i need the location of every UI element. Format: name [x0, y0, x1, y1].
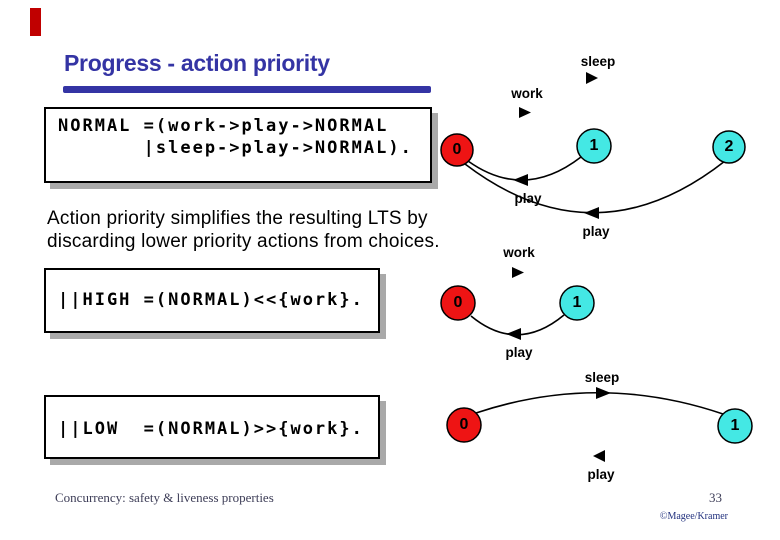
footer-course-title: Concurrency: safety & liveness propertie…	[55, 490, 274, 505]
code-low-text: ||LOW =(NORMAL)>>{work}.	[58, 419, 364, 439]
low-state-1-label: 1	[730, 417, 740, 434]
normal-state-0-circle	[440, 133, 474, 167]
low-play-label: play	[587, 467, 615, 482]
code-box-normal: NORMAL =(work->play->NORMAL |sleep->play…	[44, 107, 432, 183]
normal-sleep-arrow-icon	[586, 72, 598, 84]
code-high-text: ||HIGH =(NORMAL)<<{work}.	[58, 290, 364, 310]
low-state-0-circle	[446, 407, 482, 443]
high-work-label: work	[503, 245, 535, 260]
normal-state-2-circle	[712, 130, 746, 164]
high-work-arrow-icon	[512, 267, 524, 278]
footer-page-number: 33	[709, 490, 722, 505]
code-box-high: ||HIGH =(NORMAL)<<{work}.	[44, 268, 380, 333]
normal-state-1-circle	[576, 128, 612, 164]
high-state-0-circle	[440, 285, 476, 321]
description-text: Action priority simplifies the resulting…	[47, 208, 440, 252]
low-sleep-label: sleep	[584, 370, 620, 385]
normal-play-label-2: play	[582, 224, 610, 239]
high-play-arrowhead	[506, 328, 521, 340]
high-state-0-label: 0	[453, 294, 463, 311]
normal-play-label-1: play	[514, 191, 542, 206]
normal-play-arrowhead-1	[513, 174, 528, 186]
low-state-1-circle	[717, 408, 753, 444]
code-normal-text: NORMAL =(work->play->NORMAL |sleep->play…	[58, 116, 413, 158]
normal-state-0-label: 0	[452, 141, 462, 158]
red-accent-bar	[30, 8, 41, 36]
normal-state-1-label: 1	[589, 137, 599, 154]
page-title: Progress - action priority	[64, 50, 330, 76]
normal-sleep-label: sleep	[580, 54, 616, 69]
code-box-low: ||LOW =(NORMAL)>>{work}.	[44, 395, 380, 459]
normal-play-arrowhead-2	[584, 207, 599, 219]
normal-play-arc-2to0	[464, 160, 726, 214]
footer-credit: ©Magee/Kramer	[659, 511, 728, 522]
high-state-1-circle	[559, 285, 595, 321]
low-sleep-arrowhead	[596, 387, 611, 399]
normal-work-arrow-icon	[519, 107, 531, 118]
normal-state-2-label: 2	[724, 138, 734, 155]
low-play-arrow-icon	[593, 450, 605, 462]
normal-work-label: work	[511, 86, 543, 101]
title-underline	[63, 86, 431, 93]
high-state-1-label: 1	[572, 294, 582, 311]
high-play-label: play	[505, 345, 533, 360]
low-state-0-label: 0	[459, 416, 469, 433]
